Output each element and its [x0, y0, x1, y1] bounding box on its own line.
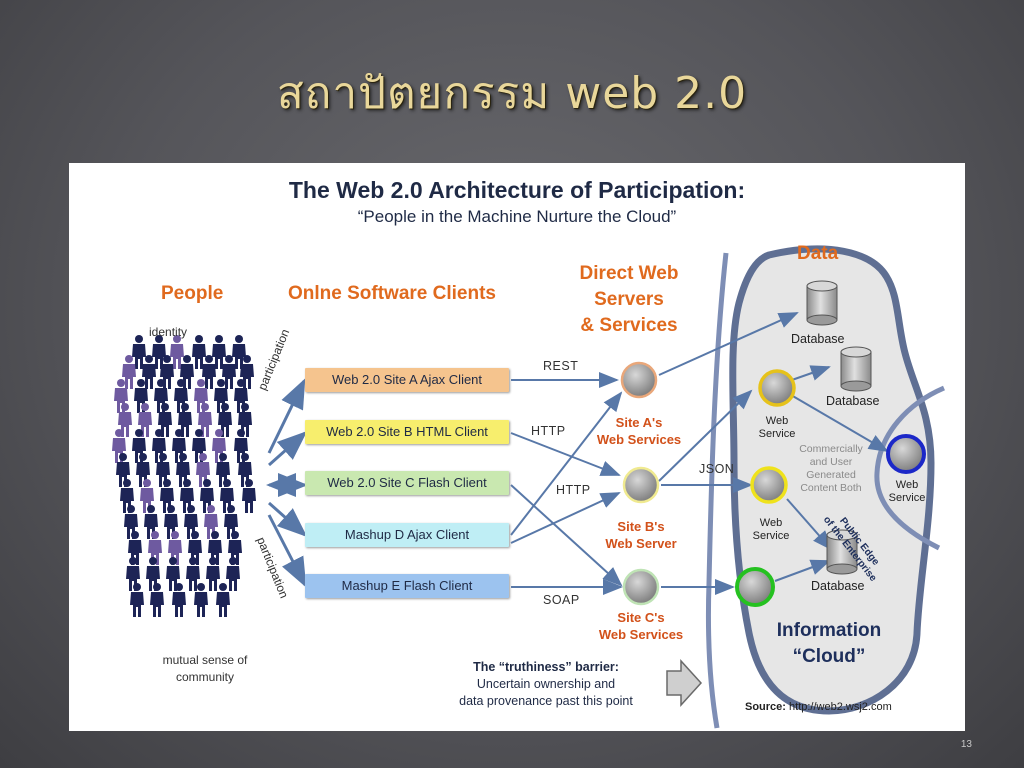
- site-a-service-node: [620, 361, 658, 399]
- information-cloud-shape: [729, 245, 935, 715]
- site-a-label: Site A's Web Services: [581, 414, 697, 448]
- servers-heading-line1: Direct Web: [579, 263, 679, 284]
- person-icon: [186, 557, 200, 591]
- person-icon: [194, 583, 208, 617]
- person-icon: [202, 355, 216, 389]
- database-3: [826, 529, 858, 575]
- site-b-server-node: [622, 466, 660, 504]
- client-mashup-e-flash: Mashup E Flash Client: [305, 574, 509, 598]
- person-icon: [152, 335, 166, 369]
- person-icon: [192, 335, 206, 369]
- database-3-label: Database: [811, 579, 865, 593]
- data-heading: Data: [797, 243, 839, 264]
- barrier-line: [705, 252, 729, 729]
- ws1-line1: Web: [765, 415, 789, 427]
- person-icon: [222, 355, 236, 389]
- person-icon: [150, 583, 164, 617]
- cloud-web-service-3: [735, 567, 775, 607]
- cloud-line2: “Cloud”: [792, 646, 866, 667]
- database-2-label: Database: [826, 394, 880, 408]
- web-service-2-label: Web Service: [749, 517, 793, 543]
- person-icon: [132, 335, 146, 369]
- barrier-note: The “truthiness” barrier: Uncertain owne…: [435, 659, 657, 710]
- database-1-label: Database: [791, 332, 845, 346]
- ws3-line2: Service: [888, 492, 926, 504]
- client-mashup-d-ajax: Mashup D Ajax Client: [305, 523, 509, 547]
- source-credit: Source: http://web2.wsj2.com: [745, 701, 892, 713]
- clients-heading: Onlne Software Clients: [288, 283, 496, 304]
- database-2: [840, 346, 872, 392]
- site-b-label: Site B's Web Server: [583, 518, 699, 552]
- site-c-service-node: [622, 568, 660, 606]
- architecture-diagram: The Web 2.0 Architecture of Participatio…: [69, 163, 965, 731]
- barrier-line3: data provenance past this point: [459, 694, 633, 708]
- barrier-line1: The “truthiness” barrier:: [473, 660, 619, 674]
- person-icon: [142, 355, 156, 389]
- protocol-json: JSON: [699, 462, 735, 476]
- barrier-line2: Uncertain ownership and: [476, 677, 616, 691]
- site-c-line1: Site C's: [617, 610, 665, 625]
- ugc-line2: and User: [809, 456, 853, 468]
- servers-heading-line2: Servers: [594, 289, 664, 310]
- site-c-line2: Web Services: [598, 627, 684, 642]
- people-crowd: [112, 335, 256, 617]
- cloud-web-service-2: [750, 466, 788, 504]
- site-b-line1: Site B's: [617, 519, 665, 534]
- information-cloud-label: Information “Cloud”: [759, 618, 899, 670]
- people-heading: People: [161, 283, 224, 304]
- protocol-rest: REST: [543, 359, 579, 373]
- person-icon: [216, 583, 230, 617]
- ws1-line2: Service: [758, 428, 796, 440]
- protocol-http-2: HTTP: [556, 483, 591, 497]
- protocol-soap: SOAP: [543, 593, 580, 607]
- community-label: mutual sense of community: [135, 652, 275, 686]
- servers-heading: Direct Web Servers & Services: [569, 261, 689, 339]
- person-icon: [242, 479, 256, 513]
- cloud-web-service-1: [758, 369, 796, 407]
- slide-title: สถาปัตยกรรม web 2.0: [276, 68, 748, 119]
- site-a-line1: Site A's: [615, 415, 663, 430]
- barrier-arrow-icon: [666, 659, 703, 707]
- community-line2: community: [175, 670, 234, 684]
- diagram-graphics: [112, 245, 945, 729]
- ugc-line3: Generated: [806, 469, 856, 481]
- ugc-note: Commercially and User Generated Content …: [793, 443, 869, 495]
- public-edge-line: [874, 385, 945, 551]
- ws2-line2: Service: [752, 530, 790, 542]
- person-icon: [232, 335, 246, 369]
- ugc-line1: Commercially: [799, 443, 863, 455]
- client-site-b-html: Web 2.0 Site B HTML Client: [305, 420, 509, 444]
- source-url: http://web2.wsj2.com: [789, 701, 892, 713]
- ws3-line1: Web: [895, 479, 919, 491]
- figure-title: The Web 2.0 Architecture of Participatio…: [288, 177, 746, 203]
- database-1: [806, 280, 838, 326]
- client-site-a-ajax: Web 2.0 Site A Ajax Client: [305, 368, 509, 392]
- person-icon: [130, 583, 144, 617]
- site-c-label: Site C's Web Services: [583, 609, 699, 643]
- ugc-line4: Content Both: [800, 482, 862, 494]
- web-service-1-label: Web Service: [755, 415, 799, 441]
- edge-web-service: [886, 434, 926, 474]
- figure-subtitle: “People in the Machine Nurture the Cloud…: [357, 207, 677, 226]
- person-icon: [172, 583, 186, 617]
- edge-web-service-label: Web Service: [885, 479, 929, 505]
- person-icon: [122, 355, 136, 389]
- cloud-line1: Information: [776, 620, 882, 641]
- person-icon: [170, 335, 184, 369]
- site-a-line2: Web Services: [596, 432, 682, 447]
- ws2-line1: Web: [759, 517, 783, 529]
- person-icon: [212, 335, 226, 369]
- page-number: 13: [960, 739, 972, 750]
- servers-heading-line3: & Services: [580, 315, 678, 336]
- person-icon: [206, 557, 220, 591]
- source-label: Source:: [745, 701, 786, 713]
- client-site-c-flash: Web 2.0 Site C Flash Client: [305, 471, 509, 495]
- person-icon: [226, 557, 240, 591]
- site-b-line2: Web Server: [605, 536, 677, 551]
- protocol-http-1: HTTP: [531, 424, 566, 438]
- community-line1: mutual sense of: [162, 653, 248, 667]
- identity-label: identity: [149, 325, 188, 339]
